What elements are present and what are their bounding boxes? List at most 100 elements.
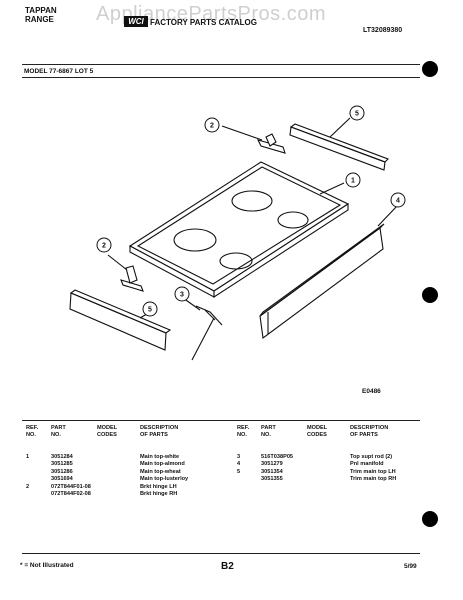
callout-5b-label: 5 [148, 307, 152, 314]
callout-2b-label: 2 [102, 243, 106, 250]
cell-part: 3051285 [51, 461, 73, 468]
header-ref: REF.NO. [26, 425, 39, 438]
page-number: B2 [221, 561, 234, 572]
not-illustrated-note: * = Not Illustrated [20, 562, 74, 569]
support-rod-part [191, 305, 223, 361]
cell-ref [26, 476, 51, 483]
cell-ref: 2 [26, 483, 30, 490]
cell-model [307, 469, 350, 476]
hinge-bracket-lh-part [107, 254, 144, 292]
table-top-rule [22, 420, 420, 421]
cell-model [97, 484, 140, 491]
cell-part: 3051286 [51, 468, 73, 475]
cell-desc: Main top-white [140, 454, 180, 460]
brand-line-1: TAPPAN [25, 6, 57, 15]
wci-logo: WCI [124, 16, 148, 27]
cell-ref [237, 476, 261, 483]
callout-1-circle [345, 172, 361, 188]
table-row: 4 3051279 Pnl manifold [237, 461, 437, 468]
callout-2b-circle [96, 237, 112, 253]
manifold-panel-part [259, 223, 385, 339]
binder-hole-bottom [422, 511, 438, 527]
main-top-part [128, 161, 350, 299]
catalog-title: FACTORY PARTS CATALOG [150, 18, 257, 27]
cell-ref [26, 491, 51, 498]
model-line: MODEL 77-6867 LOT 5 [24, 68, 94, 75]
cell-ref [26, 461, 51, 468]
cell-desc: Brkt hinge LH [140, 483, 177, 490]
binder-hole-middle [422, 287, 438, 303]
brand-block: TAPPAN RANGE [25, 6, 57, 24]
callout-4-label: 4 [396, 198, 400, 205]
cell-part: 3051284 [51, 454, 73, 460]
cell-ref [26, 469, 51, 476]
cell-model [97, 454, 140, 461]
cell-model [97, 469, 140, 476]
cell-part: 3051355 [261, 476, 283, 483]
cell-desc: Main top-lusterloy [140, 476, 189, 483]
cell-model [97, 491, 140, 498]
model-rule [22, 77, 420, 78]
cell-part: 516T038P05 [261, 454, 294, 460]
callout-2a-label: 2 [210, 123, 214, 130]
cell-model [307, 476, 350, 483]
callout-3-label: 3 [180, 292, 184, 299]
callout-5b-circle [142, 301, 158, 317]
binder-hole-top [422, 61, 438, 77]
cell-model [97, 461, 140, 468]
table-row: 5 3051354 Trim main top LH [237, 469, 437, 476]
table-row: 1 3051284 Main top-white [26, 454, 226, 461]
cell-ref: 5 [237, 468, 241, 475]
callout-4-circle [390, 192, 406, 208]
header-ref: REF.NO. [237, 425, 250, 438]
cell-desc: Brkt hinge RH [140, 491, 178, 498]
cell-desc: Trim main top RH [350, 476, 397, 483]
trim-main-lh-part [69, 289, 172, 351]
cell-desc: Trim main top LH [350, 468, 396, 475]
cell-model [307, 454, 350, 461]
callout-5a-circle [349, 105, 365, 121]
header-rule [22, 64, 420, 65]
brand-line-2: RANGE [25, 15, 54, 24]
drawing-code: E0486 [362, 388, 381, 395]
catalog-number: LT32089380 [363, 27, 403, 34]
cell-desc: Main top-wheat [140, 468, 181, 475]
table-row: 3051285 Main top-almond [26, 461, 226, 468]
cell-desc: Top supt rod (2) [350, 454, 393, 460]
hinge-bracket-top-part [221, 125, 286, 154]
cell-part: 3051354 [261, 468, 283, 475]
table-row: 2 072T844F01-08 Brkt hinge LH [26, 484, 226, 491]
cell-part: 3051694 [51, 476, 73, 483]
cell-part: 3051279 [261, 461, 283, 468]
cell-ref: 1 [26, 454, 30, 460]
footer-rule [22, 553, 420, 554]
callout-2a-circle [204, 117, 220, 133]
cell-desc: Pnl manifold [350, 461, 384, 468]
callout-5a-label: 5 [355, 111, 359, 118]
table-row: 3051694 Main top-lusterloy [26, 476, 226, 483]
watermark: AppliancePartsPros.com [96, 3, 326, 25]
revision-date: 5/99 [404, 563, 417, 570]
cell-desc: Main top-almond [140, 461, 185, 468]
cell-part: 072T844F01-08 [51, 483, 91, 490]
cell-model [307, 461, 350, 468]
callout-3-circle [174, 286, 190, 302]
table-row: 3051355 Trim main top RH [237, 476, 437, 483]
cell-ref: 4 [237, 461, 241, 468]
trim-top-rh-part [289, 123, 389, 171]
callout-1-label: 1 [351, 178, 355, 185]
table-row: 3051286 Main top-wheat [26, 469, 226, 476]
